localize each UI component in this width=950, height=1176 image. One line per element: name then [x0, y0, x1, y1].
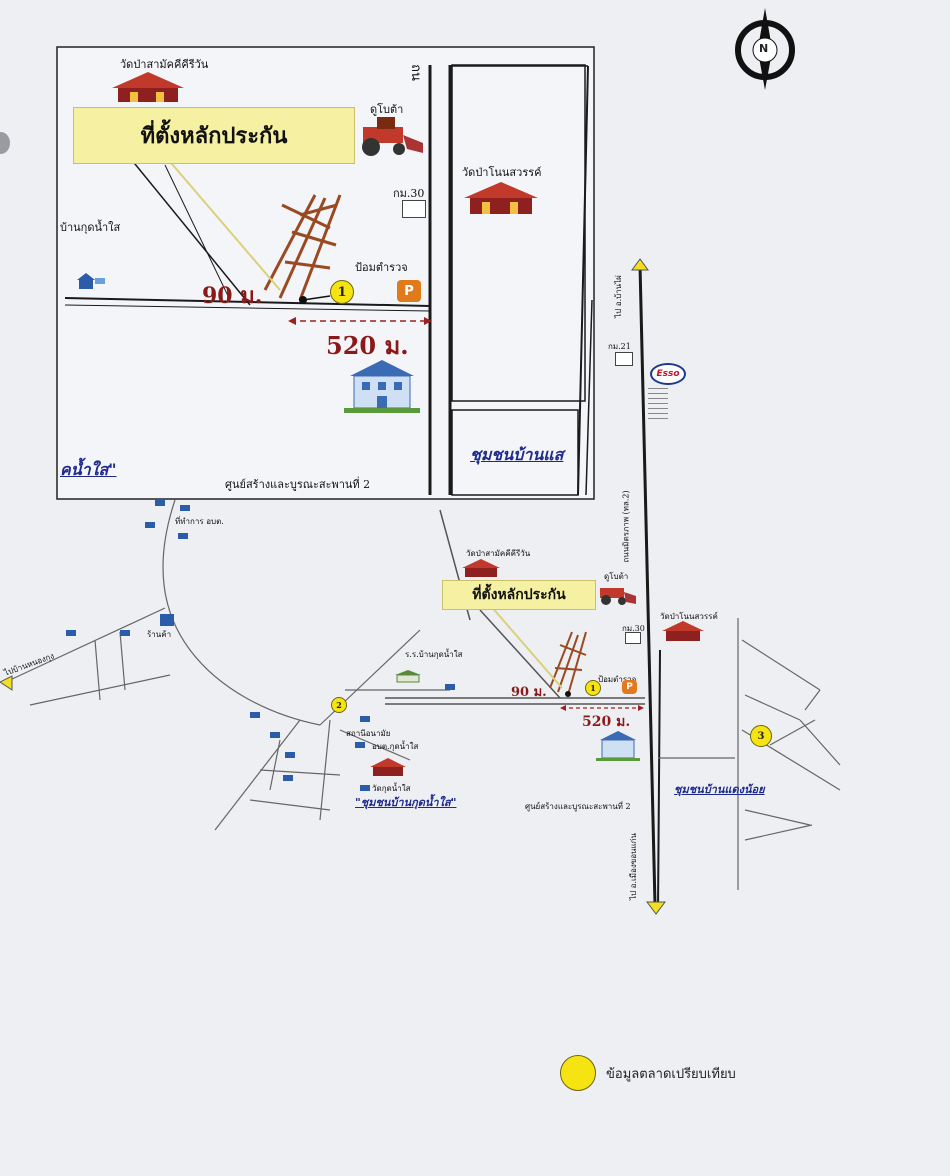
village-roads	[9, 499, 450, 831]
paper-hole	[0, 132, 10, 154]
main-temple2-name: วัดป่าโนนสวรรค์	[660, 612, 718, 621]
inset-main-road-b	[64, 304, 431, 312]
legend-marker-icon	[560, 1055, 596, 1091]
inset-dist-520: 520 ม.	[326, 331, 409, 360]
inset-tractor-label: ดูโบต้า	[370, 103, 404, 116]
inset-block-2	[451, 409, 579, 496]
main-community-east: ชุมชนบ้านแดงน้อย	[674, 783, 765, 796]
east-community-roads	[658, 618, 841, 890]
compass: N	[728, 8, 802, 90]
inset-collateral-callout: ที่ตั้งหลักประกัน	[73, 107, 355, 164]
legend: ข้อมูลตลาดเปรียบเทียบ	[560, 1055, 736, 1091]
inset-plot-lines	[263, 194, 342, 301]
inset-road-fragment: ถน	[407, 64, 423, 81]
km21-label: กม.21	[608, 342, 631, 351]
to-north-label: ไป อ.บ้านไผ่	[613, 275, 623, 318]
main-km-post-icon	[625, 632, 641, 644]
south-temple-label: วัดกุดน้ำใส	[372, 784, 411, 793]
main-km30: กม.30	[622, 624, 645, 633]
inset-marker-1: 1	[330, 280, 354, 304]
main-plot-lines	[549, 631, 587, 696]
inset-right-road-b	[585, 299, 593, 496]
inset-roads	[64, 64, 593, 496]
north-arrow-end	[631, 258, 649, 271]
inset-house-icon	[76, 272, 106, 290]
esso-lanes	[648, 388, 668, 422]
inset-block-1	[451, 64, 586, 402]
office-label: ที่ทำการ อบต.	[175, 517, 224, 526]
inset-callout-text: ที่ตั้งหลักประกัน	[140, 123, 288, 149]
main-temple2-icon	[660, 620, 706, 642]
inset-tractor-icon	[355, 115, 425, 157]
inset-right-road	[577, 65, 589, 496]
main-community-south: "ชุมชนบ้านกุดน้ำใส"	[355, 796, 457, 809]
main-dist-90: 90 ม.	[511, 685, 547, 700]
inset-diag-road	[121, 147, 251, 306]
marker-3: 3	[750, 725, 772, 747]
compass-letter: N	[759, 42, 769, 55]
inset-plot-pointer	[159, 149, 281, 291]
km21-post-icon	[615, 352, 633, 366]
clinic-label: สถานีอนามัย	[346, 729, 391, 738]
main-temple-icon	[460, 558, 502, 578]
main-plot-pointer	[489, 604, 563, 689]
esso-station-icon: Esso	[650, 363, 686, 385]
inset-community-left: คน้ำใส"	[60, 460, 117, 479]
inset-temple2-icon	[460, 180, 542, 216]
school-label: ร.ร.บ้านกุดน้ำใส	[405, 650, 463, 659]
inset-temple-name: วัดป่าสามัคคีคีรีวัน	[120, 58, 209, 71]
inset-diag-road-b	[164, 164, 231, 301]
west-arrow-end	[0, 675, 13, 691]
south-temple-icon	[368, 757, 408, 777]
south-arrow-end	[646, 901, 666, 915]
inset-community-right: ชุมชนบ้านแส	[470, 445, 564, 464]
market-label: ร้านค้า	[147, 630, 172, 639]
inset-temple-icon	[108, 70, 188, 104]
inset-police-label: ป้อมตำรวจ	[355, 261, 408, 274]
inset-parking-sign: P	[397, 280, 421, 302]
main-temple-name: วัดป่าสามัคคีคีรีวัน	[466, 549, 531, 558]
main-building-icon	[596, 730, 640, 762]
school-icon	[393, 668, 423, 683]
compass-icon	[735, 8, 795, 90]
inset-bridge-center: ศูนย์สร้างและบูรณะสะพานที่ 2	[225, 478, 371, 491]
main-police-label: ป้อมตำรวจ	[598, 675, 637, 684]
inset-km-post-icon	[402, 200, 426, 218]
main-callout-text: ที่ตั้งหลักประกัน	[472, 587, 566, 603]
health-office-label: อบต.กุดน้ำใส	[372, 742, 419, 751]
inset-km30: กม.30	[393, 187, 425, 200]
main-tractor-label: ดูโบต้า	[604, 572, 629, 581]
main-collateral-callout: ที่ตั้งหลักประกัน	[442, 580, 596, 610]
inset-village-left: บ้านกุดน้ำใส	[60, 221, 121, 234]
market-icon	[160, 614, 174, 626]
inset-temple2-name: วัดป่าโนนสวรรค์	[462, 166, 542, 179]
to-south-label: ไป อ.เมืองขอนแก่น	[628, 833, 638, 900]
main-bridge-center: ศูนย์สร้างและบูรณะสะพานที่ 2	[525, 802, 631, 811]
marker-2: 2	[331, 697, 347, 713]
main-marker-1: 1	[585, 680, 601, 696]
main-tractor-icon	[596, 582, 636, 606]
inset-building-icon	[344, 358, 420, 414]
highway-label: ถนนมิตรภาพ (ทล.2)	[621, 490, 631, 563]
legend-label: ข้อมูลตลาดเปรียบเทียบ	[606, 1066, 736, 1082]
highway	[638, 264, 661, 911]
main-parking-sign: P	[622, 680, 637, 694]
main-dist-520: 520 ม.	[582, 714, 631, 730]
inset-dist-90: 90 ม.	[202, 283, 263, 309]
